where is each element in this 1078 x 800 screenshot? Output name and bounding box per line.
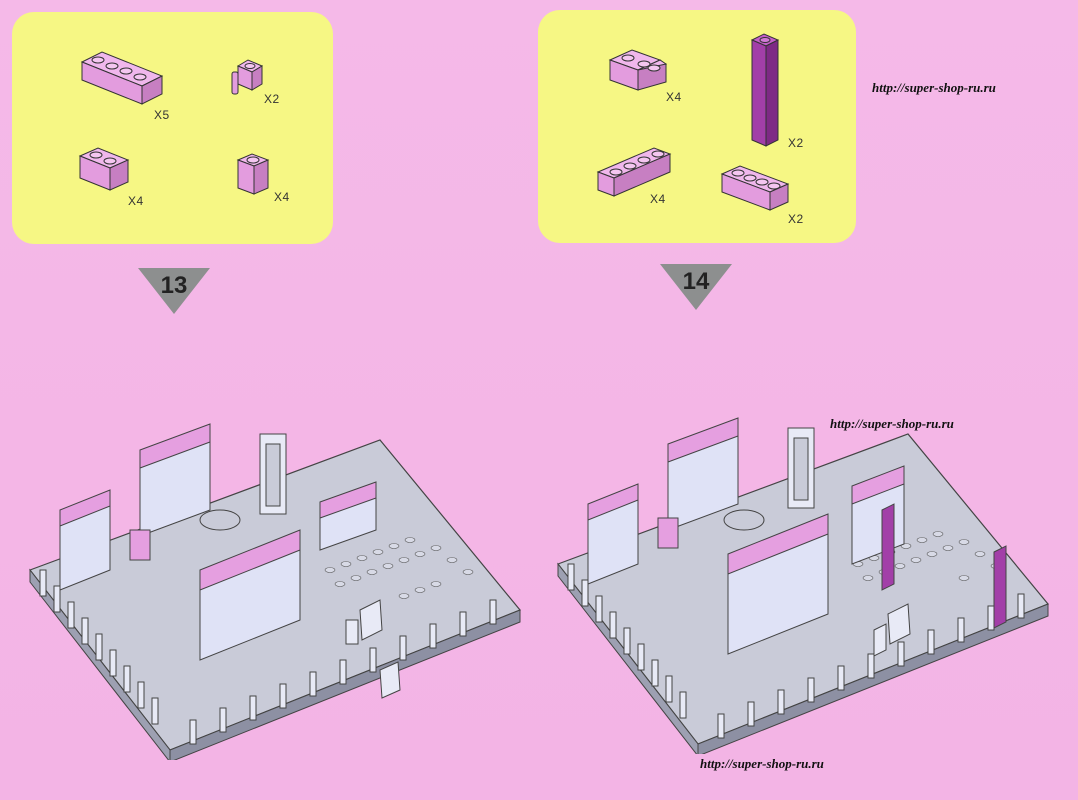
step-arrow-icon	[660, 264, 732, 310]
brick-2x4-icon	[596, 147, 672, 197]
corner-brick-icon	[608, 49, 668, 91]
parts-illustration-right	[596, 33, 790, 211]
pillar-icon	[750, 33, 780, 147]
step-number: 13	[160, 272, 188, 299]
qty-label: X4	[666, 90, 682, 104]
model-illustration-step-14	[557, 417, 1049, 754]
qty-label: X4	[128, 194, 144, 208]
step-number: 14	[682, 268, 710, 295]
watermark-url: http://super-shop-ru.ru	[830, 416, 954, 431]
qty-label: X2	[788, 212, 804, 226]
qty-label: X2	[788, 136, 804, 150]
qty-label: X4	[650, 192, 666, 206]
watermark-url: http://super-shop-ru.ru	[700, 756, 824, 771]
step-marker-14: 14	[660, 264, 732, 310]
brick-2x4-icon	[720, 165, 790, 211]
watermark-url: http://super-shop-ru.ru	[872, 80, 996, 95]
brick-2x4-icon	[80, 51, 164, 105]
parts-illustration-left	[78, 51, 270, 195]
qty-label: X5	[154, 108, 170, 122]
parts-panel-right: X4 X2 X4 X2	[538, 10, 856, 243]
brick-1x1-icon	[236, 153, 270, 195]
brick-2x2-icon	[78, 147, 130, 191]
step-arrow-icon	[138, 268, 210, 314]
qty-label: X2	[264, 92, 280, 106]
step-marker-13: 13	[138, 268, 210, 314]
model-illustration-step-13	[29, 423, 521, 760]
brick-handle-icon	[231, 59, 264, 95]
parts-panel-left: X5 X2 X4 X4	[12, 12, 333, 244]
qty-label: X4	[274, 190, 290, 204]
